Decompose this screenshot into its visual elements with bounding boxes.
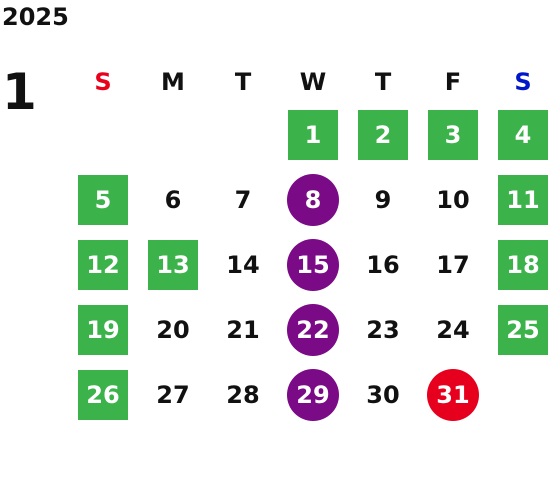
- empty-day-cell: [138, 102, 208, 167]
- weekday-header: S: [94, 68, 112, 96]
- day-cell: 11: [488, 167, 548, 232]
- day-number: 5: [78, 174, 128, 225]
- empty-day-cell: [208, 102, 278, 167]
- day-cell: 16: [348, 232, 418, 297]
- day-cell: 9: [348, 167, 418, 232]
- day-number: 21: [226, 315, 260, 344]
- day-number: 13: [148, 239, 198, 290]
- day-cell: 18: [488, 232, 548, 297]
- day-cell: 21: [208, 297, 278, 362]
- day-cell: 30: [348, 362, 418, 427]
- day-number: 29: [287, 368, 339, 421]
- weekday-header: F: [444, 68, 462, 96]
- day-cell: 24: [418, 297, 488, 362]
- day-number: 12: [78, 239, 128, 290]
- day-cell: 26: [68, 362, 138, 427]
- day-cell: 13: [138, 232, 208, 297]
- day-cell: 4: [488, 102, 548, 167]
- day-cell: 28: [208, 362, 278, 427]
- day-number: 20: [156, 315, 190, 344]
- day-cell: 5: [68, 167, 138, 232]
- day-number: 30: [366, 380, 400, 409]
- day-number: 16: [366, 250, 400, 279]
- weekday-header: S: [514, 68, 532, 96]
- day-cell: 20: [138, 297, 208, 362]
- day-cell: 2: [348, 102, 418, 167]
- day-cell: 12: [68, 232, 138, 297]
- day-number: 17: [436, 250, 470, 279]
- day-cell: 7: [208, 167, 278, 232]
- day-number: 11: [498, 174, 548, 225]
- day-number: 1: [288, 109, 338, 160]
- empty-day-cell: [68, 102, 138, 167]
- day-cell: 19: [68, 297, 138, 362]
- day-number: 18: [498, 239, 548, 290]
- day-cell: 6: [138, 167, 208, 232]
- day-number: 14: [226, 250, 260, 279]
- day-number: 8: [287, 173, 339, 226]
- weekday-header: W: [299, 68, 327, 96]
- weekday-header: T: [234, 68, 252, 96]
- day-number: 7: [234, 185, 252, 214]
- day-number: 19: [78, 304, 128, 355]
- weekday-header: T: [374, 68, 392, 96]
- day-cell: 1: [278, 102, 348, 167]
- day-cell: 25: [488, 297, 548, 362]
- day-cell: 10: [418, 167, 488, 232]
- day-number: 2: [358, 109, 408, 160]
- day-cell: 27: [138, 362, 208, 427]
- day-number: 25: [498, 304, 548, 355]
- day-number: 26: [78, 369, 128, 420]
- day-cell: 8: [278, 167, 348, 232]
- day-cell: 23: [348, 297, 418, 362]
- weekday-header: M: [161, 68, 185, 96]
- day-number: 6: [164, 185, 182, 214]
- day-number: 23: [366, 315, 400, 344]
- year-label: 2025: [2, 3, 69, 31]
- day-cell: 14: [208, 232, 278, 297]
- day-number: 27: [156, 380, 190, 409]
- day-number: 31: [427, 368, 479, 421]
- day-cell: 3: [418, 102, 488, 167]
- day-cell: 29: [278, 362, 348, 427]
- day-cell: 17: [418, 232, 488, 297]
- day-number: 15: [287, 238, 339, 291]
- day-number: 3: [428, 109, 478, 160]
- month-number: 1: [2, 63, 37, 121]
- day-number: 28: [226, 380, 260, 409]
- day-number: 10: [436, 185, 470, 214]
- day-cell: 22: [278, 297, 348, 362]
- day-number: 24: [436, 315, 470, 344]
- day-cell: 15: [278, 232, 348, 297]
- day-number: 4: [498, 109, 548, 160]
- day-number: 9: [374, 185, 392, 214]
- day-number: 22: [287, 303, 339, 356]
- day-cell: 31: [418, 362, 488, 427]
